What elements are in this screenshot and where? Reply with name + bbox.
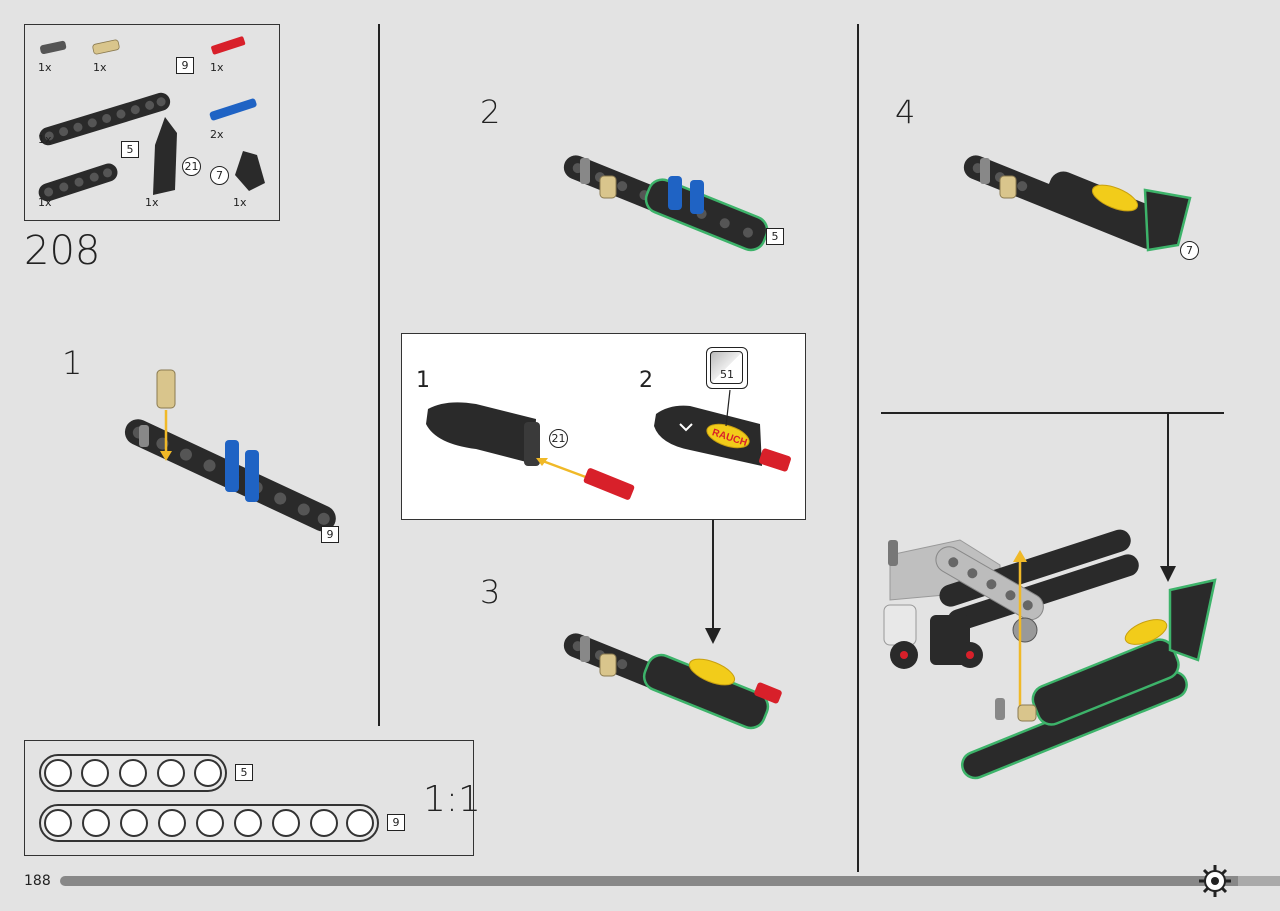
step-1-number: 1	[62, 344, 83, 382]
step-2-model	[563, 155, 769, 252]
beam-9-length: 9	[176, 57, 194, 74]
step-4-callout: 7	[1180, 241, 1199, 260]
divider-left	[378, 24, 380, 726]
scale-label: 1:1	[423, 779, 481, 820]
subassembly-box: 1 2 21 RAUCH 51	[401, 333, 806, 520]
step-3-number: 3	[480, 573, 501, 611]
qty-red-axle: 1x	[210, 61, 224, 74]
scale-reference: 5 9 1:1	[24, 740, 481, 856]
qty-beam-5: 1x	[38, 196, 52, 209]
scale-beam-9-label: 9	[387, 814, 405, 831]
arrow-head-final	[1160, 566, 1176, 582]
scale-beam-5	[39, 754, 227, 792]
qty-tan-pin: 1x	[93, 61, 107, 74]
step-1-beam-callout: 9	[321, 526, 339, 543]
qty-beam-9: 1x	[38, 133, 52, 146]
substep-1-art	[426, 402, 635, 500]
set-number: 208	[24, 228, 101, 274]
step-1-model	[124, 369, 336, 532]
substep-2-number: 2	[639, 368, 653, 393]
qty-dark-pin: 1x	[38, 61, 52, 74]
right-panel-divider	[881, 412, 1224, 414]
substep-1-number: 1	[416, 368, 430, 393]
parts-art	[38, 36, 265, 202]
panel-21-callout: 21	[182, 157, 201, 176]
sticker-number: 51	[720, 368, 734, 381]
arrow-line-final	[1167, 412, 1169, 567]
scale-beam-5-label: 5	[235, 764, 253, 781]
arrow-head-3	[705, 628, 721, 644]
divider-right	[857, 24, 859, 872]
qty-blue-pin: 2x	[210, 128, 224, 141]
sticker-callout: 51	[706, 347, 748, 389]
gear-icon	[1199, 865, 1231, 897]
final-assembly	[883, 529, 1217, 780]
substep-2-art: RAUCH	[654, 389, 791, 472]
qty-panel-7: 1x	[233, 196, 247, 209]
step-2-beam-callout: 5	[766, 228, 784, 245]
step-3-model	[563, 633, 782, 730]
progress-bar-end	[1238, 876, 1280, 886]
beam-5-length: 5	[121, 141, 139, 158]
progress-bar	[60, 876, 1280, 886]
step-2-number: 2	[480, 93, 501, 131]
scale-beam-9	[39, 804, 379, 842]
arrow-line-3	[712, 520, 714, 630]
page-number: 188	[24, 873, 51, 889]
substep-1-callout: 21	[549, 429, 568, 448]
step-4-number: 4	[895, 93, 916, 131]
parts-list: 1x 1x 1x 9 1x 2x 5 21 7 1x 1x 1x	[24, 24, 280, 221]
qty-panel-21: 1x	[145, 196, 159, 209]
step-4-model	[963, 155, 1192, 252]
panel-7-callout: 7	[210, 166, 229, 185]
